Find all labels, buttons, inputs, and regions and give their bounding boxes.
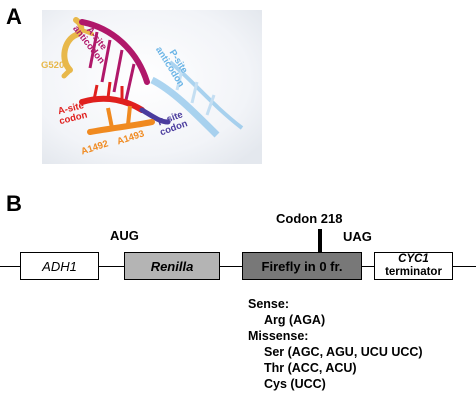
missense-heading: Missense: (248, 329, 309, 343)
sense-heading: Sense: (248, 297, 289, 311)
cyc1-label: CYC1 (398, 253, 429, 265)
firefly-label: Firefly in 0 fr. (261, 258, 343, 274)
firefly-box: Firefly in 0 fr. (242, 252, 362, 280)
construct-line-mid3 (362, 266, 374, 267)
sense-item: Arg (AGA) (264, 313, 326, 327)
p-site-codon-shape (139, 107, 171, 125)
a-site-anticodon-shape (79, 19, 150, 101)
construct-line-mid1 (99, 266, 124, 267)
cyc1-terminator-box: CYC1 terminator (374, 252, 453, 280)
p-site-trna-shape (150, 60, 244, 138)
missense-item: Cys (UCC) (264, 377, 326, 391)
panel-b-letter: B (6, 191, 22, 216)
panel-a-letter: A (6, 4, 22, 29)
ribosome-structure-image (42, 10, 262, 164)
missense-item: Ser (AGC, AGU, UCU UCC) (264, 345, 423, 359)
a-site-codon-shape (79, 81, 145, 113)
missense-item: Thr (ACC, ACU) (264, 361, 357, 375)
g520-label: G520 (41, 60, 65, 71)
codon-variant-list: Sense: Arg (AGA) Missense: Ser (AGC, AGU… (248, 296, 423, 392)
ribosome-structure-figure (42, 10, 262, 164)
stop-codon-label: UAG (343, 229, 372, 244)
construct-line-right (453, 266, 476, 267)
terminator-label: terminator (385, 266, 442, 278)
construct-line-left (0, 266, 20, 267)
adh1-promoter-box: ADH1 (20, 252, 99, 280)
renilla-box: Renilla (124, 252, 220, 280)
construct-line-mid2 (220, 266, 242, 267)
codon-218-label: Codon 218 (276, 211, 343, 226)
codon-218-marker (318, 229, 322, 252)
start-codon-label: AUG (110, 228, 139, 243)
a1492-a1493-shape (87, 105, 155, 135)
g520-shape (61, 17, 94, 79)
renilla-label: Renilla (150, 258, 194, 274)
adh1-label: ADH1 (42, 258, 77, 274)
